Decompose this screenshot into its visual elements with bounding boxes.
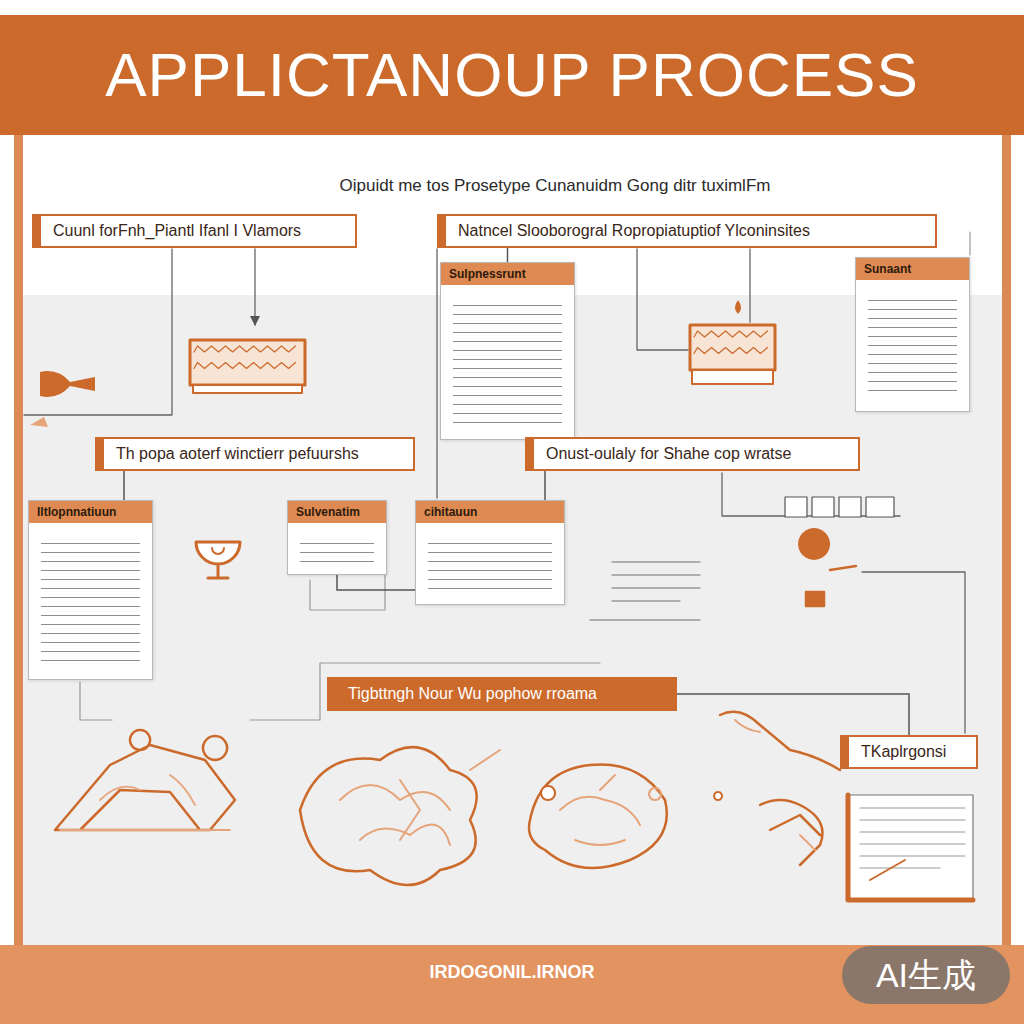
document-lines — [860, 808, 965, 868]
tag-text: Tigbttngh Nour Wu pophow rroama — [348, 685, 597, 703]
hand-sketch — [720, 712, 840, 865]
card-header: Sunaant — [856, 258, 969, 280]
flower-sketch — [340, 750, 500, 845]
bowl-icon — [196, 542, 240, 578]
label-tag: TKaplrgonsi — [840, 735, 978, 769]
diagram-title: APPLICTANOUP PROCESS — [0, 15, 1024, 135]
picture-frame — [190, 340, 305, 385]
watermark-text: AI生成 — [842, 946, 1010, 1004]
card-heading: Sulpnessrunt — [449, 267, 526, 281]
leader-line — [80, 682, 112, 720]
leader-line — [24, 249, 172, 415]
bird-sketch — [560, 775, 661, 845]
box-row — [785, 497, 894, 517]
card-heading: cihitauun — [424, 505, 477, 519]
leader-line — [254, 249, 255, 325]
card-heading: Sunaant — [864, 262, 911, 276]
label-tag: Tigbttngh Nour Wu pophow rroama — [327, 677, 677, 711]
card-text-lines — [300, 535, 374, 562]
tag-text: TKaplrgonsi — [861, 743, 946, 761]
card-header: cihitauun — [416, 501, 564, 523]
leader-line — [969, 232, 970, 255]
document-icon — [848, 795, 973, 900]
frame-stripe — [14, 135, 23, 945]
hand-sketch — [735, 720, 815, 850]
text-lines — [590, 562, 700, 620]
document-icon — [848, 795, 973, 900]
card-text-lines — [453, 297, 562, 427]
connector-line — [337, 575, 415, 590]
machine-sketch — [60, 775, 230, 830]
flower-sketch — [300, 747, 477, 885]
tag-text: Cuunl forFnh_Piantl Ifanl I Vlamors — [53, 222, 301, 240]
bulb-icon — [40, 371, 95, 397]
lamp-icon — [798, 528, 830, 560]
bulb-icon — [30, 417, 48, 427]
document-card: Sunaant — [855, 257, 970, 412]
lamp-icon — [806, 566, 856, 606]
dot-icon — [541, 786, 722, 800]
frame-stripe — [1002, 135, 1011, 945]
tag-text: Natncel Slooborogral Ropropiatuptiof Ylc… — [458, 222, 810, 240]
connector-line — [123, 471, 125, 500]
leader-line — [862, 572, 965, 733]
card-header: Sulvenatim — [288, 501, 386, 523]
leader-line — [722, 473, 900, 516]
picture-texture — [194, 346, 296, 369]
document-card: Iltlopnnatiuun — [28, 500, 153, 680]
label-tag: Natncel Slooborogral Ropropiatuptiof Ylc… — [437, 214, 937, 248]
picture-frame — [690, 325, 775, 370]
document-card: Sulvenatim — [287, 500, 387, 575]
picture-base — [193, 385, 302, 393]
connector-line — [677, 694, 909, 735]
card-header: Iltlopnnatiuun — [29, 501, 152, 523]
document-arrow — [870, 860, 905, 880]
drop-icon — [735, 300, 741, 314]
picture-texture — [694, 331, 768, 354]
footer-band — [0, 945, 1024, 1024]
label-tag: Onust-oulaly for Shahe cop wratse — [525, 437, 860, 471]
header-band — [0, 15, 1024, 135]
tag-text: Onust-oulaly for Shahe cop wratse — [546, 445, 791, 463]
connector-line — [544, 471, 546, 500]
bird-sketch — [529, 764, 667, 868]
card-header: Sulpnessrunt — [441, 263, 574, 285]
leader-line — [637, 249, 688, 350]
connector-line — [507, 248, 509, 262]
leader-line — [749, 249, 750, 322]
card-text-lines — [428, 535, 552, 592]
card-heading: Iltlopnnatiuun — [37, 505, 116, 519]
card-text-lines — [868, 292, 957, 399]
leader-line — [436, 249, 437, 498]
subtitle-text: Oipuidt me tos Prosetype Cunanuidm Gong … — [0, 176, 1024, 196]
document-card: Sulpnessrunt — [440, 262, 575, 440]
bowl-icon — [212, 548, 224, 554]
leader-line — [250, 663, 600, 720]
label-tag: Th popa aoterf winctierr pefuurshs — [95, 437, 415, 471]
machine-sketch — [55, 730, 235, 830]
card-heading: Sulvenatim — [296, 505, 360, 519]
picture-base — [692, 370, 773, 384]
document-card: cihitauun — [415, 500, 565, 605]
label-tag: Cuunl forFnh_Piantl Ifanl I Vlamors — [32, 214, 357, 248]
tag-text: Th popa aoterf winctierr pefuurshs — [116, 445, 359, 463]
card-text-lines — [41, 535, 140, 667]
